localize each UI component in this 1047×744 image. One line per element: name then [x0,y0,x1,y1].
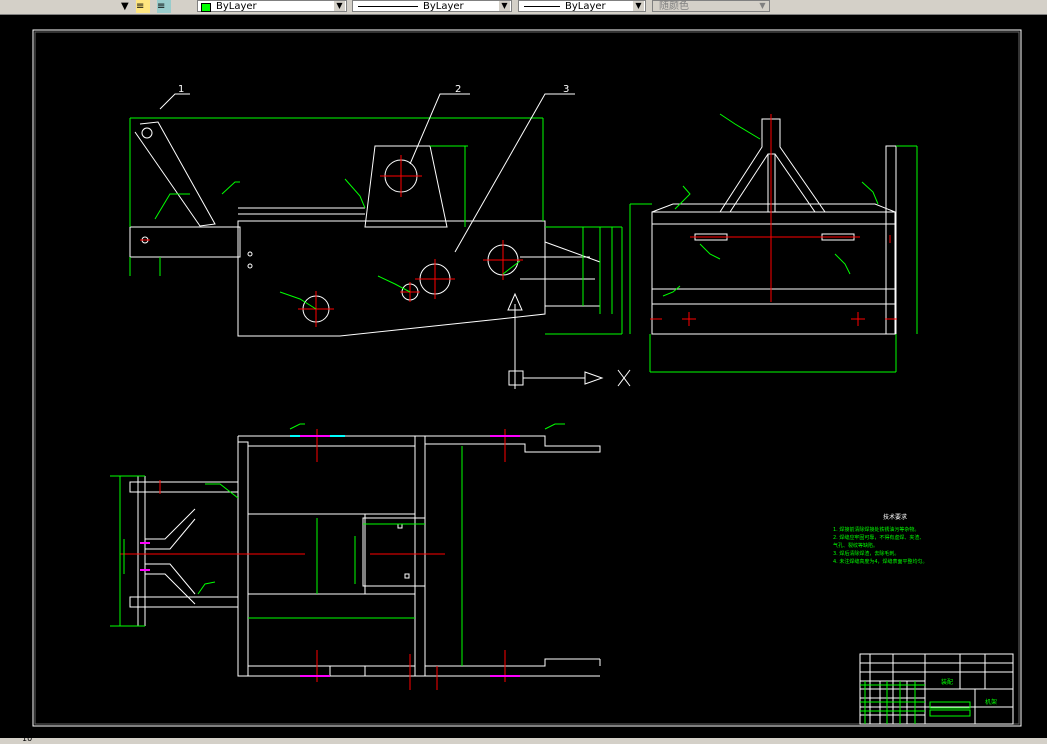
cad-drawing[interactable]: 1 2 3 技术要求 1. 焊接前清除焊接处铁锈油污等杂物。 2. 焊缝应牢固可… [0,14,1047,738]
note-line-2: 2. 焊缝应牢固可靠，不得有虚焊、夹渣、 [833,534,924,541]
front-view [129,121,601,337]
color-swatch-icon [201,3,211,12]
status-text: 10 [22,734,33,743]
sheet-border [32,29,1022,727]
balloon-2-label: 2 [455,84,461,95]
title-block-name: 机架 [985,698,997,706]
status-bar: 10 [0,734,1047,744]
note-line-1: 1. 焊接前清除焊接处铁锈油污等杂物。 [833,526,919,533]
layer-states-icon[interactable]: ≡ [136,0,150,13]
top-view [129,435,601,677]
front-view-centerlines [140,155,523,327]
top-view-hatch [140,435,520,677]
side-view [651,118,897,335]
side-view-centerlines [650,114,897,326]
title-block [859,653,1014,725]
dropdown-arrow-icon[interactable]: ▼ [121,1,129,12]
linetype-control-combo[interactable]: ByLayer ▼ [352,0,512,12]
title-block-grid [860,681,971,724]
chevron-down-icon[interactable]: ▼ [633,1,644,11]
sheet-inner-border [34,31,1020,725]
balloon-3-label: 3 [563,84,569,95]
note-line-5: 4. 未注焊缝高度为4，焊缝表面平整均匀。 [833,558,928,565]
lineweight-control-combo[interactable]: ByLayer ▼ [518,0,646,12]
chevron-down-icon[interactable]: ▼ [334,1,345,11]
plotstyle-control-combo[interactable]: 随颜色 ▼ [652,0,770,12]
properties-toolbar: ▼ ≡ ≡ ByLayer ▼ ByLayer ▼ ByLayer ▼ 随颜色 … [0,0,1047,15]
top-view-dimensions [110,423,565,666]
drawing-canvas[interactable]: 1 2 3 技术要求 1. 焊接前清除焊接处铁锈油污等杂物。 2. 焊缝应牢固可… [0,14,1047,744]
side-view-dimensions [629,113,918,373]
title-block-number: 装配 [941,678,953,686]
note-line-3: 气孔、裂纹等缺陷。 [833,542,878,549]
chevron-down-icon[interactable]: ▼ [499,1,510,11]
top-view-centerlines [120,429,506,690]
balloon-leaders [159,93,575,253]
notes-title: 技术要求 [883,513,907,521]
section-symbol [507,292,631,389]
note-line-4: 3. 焊后清除焊渣，去除毛刺。 [833,550,899,557]
balloon-1-label: 1 [178,84,184,95]
chevron-down-icon[interactable]: ▼ [757,1,768,11]
front-view-dimensions [129,117,623,335]
color-control-combo[interactable]: ByLayer ▼ [197,0,347,12]
layer-previous-icon[interactable]: ≡ [157,0,171,13]
